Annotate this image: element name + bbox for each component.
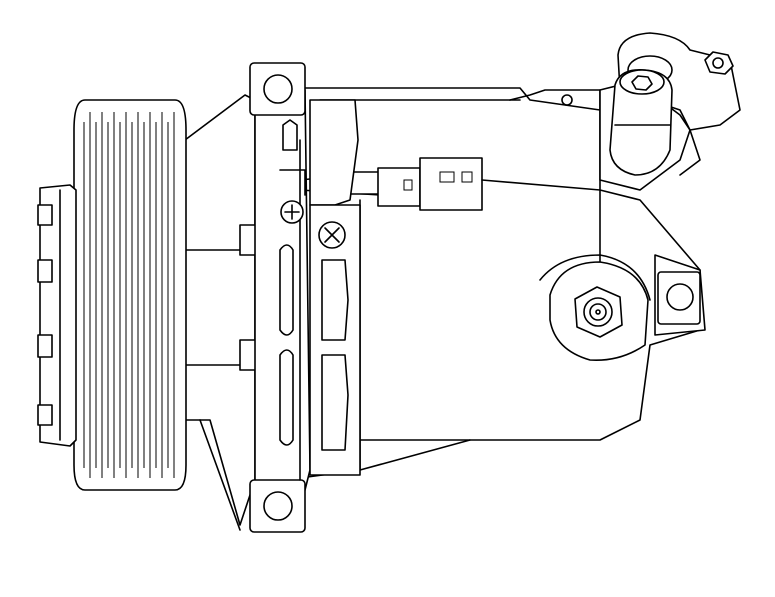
rear-mount-ear bbox=[654, 254, 706, 336]
pulley bbox=[73, 99, 187, 491]
front-mount-plate bbox=[249, 62, 311, 533]
front-housing bbox=[184, 94, 261, 531]
bolt-head bbox=[279, 169, 306, 224]
housing-ribs bbox=[309, 99, 361, 476]
clutch-plate bbox=[37, 184, 77, 447]
refrigerant-ports bbox=[599, 32, 741, 191]
pressure-fitting bbox=[549, 261, 649, 362]
